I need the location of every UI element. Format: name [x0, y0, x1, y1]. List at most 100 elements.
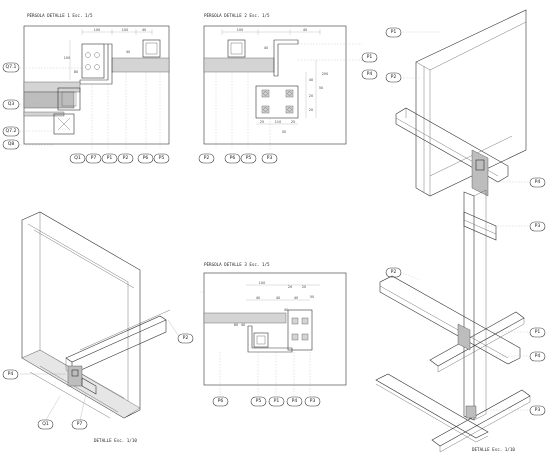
detail-1-title: PÉRGOLA DETALLE 1 Esc. 1/5 [27, 13, 93, 18]
svg-text:Q1: Q1 [42, 421, 49, 427]
dim-label: 40 [276, 296, 280, 300]
tag-p4: P4 [2, 369, 19, 380]
svg-text:P3: P3 [267, 155, 273, 161]
tag-q7-2: Q7.2 [2, 126, 20, 137]
dim-label: 40 [241, 323, 245, 327]
dim-label: 40 [142, 28, 146, 32]
tag-p3: P3 [529, 221, 546, 232]
dim-label: 25 [291, 120, 295, 124]
tag-p4: P4 [529, 177, 546, 188]
tag-p6: P6 [212, 396, 229, 407]
tag-p5: P5 [240, 153, 257, 164]
dim-label: 60 [234, 323, 238, 327]
tag-p7: P7 [85, 153, 102, 164]
svg-text:Q8: Q8 [8, 141, 15, 147]
svg-text:P6: P6 [230, 155, 236, 161]
tag-q1: Q1 [69, 153, 86, 164]
tag-p4: P4 [529, 351, 546, 362]
tag-p2: P2 [177, 333, 194, 344]
detail-2: PÉRGOLA DETALLE 2 Esc. 1/5 100 40 40 40 … [198, 13, 378, 164]
tag-p5: P5 [250, 396, 267, 407]
dim-label: 100 [237, 28, 243, 32]
dim-label: 40 [294, 296, 298, 300]
isometric-left: DETALLE Esc. 1/10 P2 P4 Q1 P7 [2, 211, 194, 443]
isometric-right-title: DETALLE Esc. 1/10 [472, 447, 515, 452]
tag-p4: P4 [286, 396, 303, 407]
dim-label: 20 [302, 285, 306, 289]
dim-label: 40 [126, 50, 130, 54]
tag-p2: P2 [385, 267, 402, 278]
tag-p5: P5 [153, 153, 170, 164]
tag-p1: P1 [529, 327, 546, 338]
svg-text:P4: P4 [8, 371, 14, 377]
svg-text:P3: P3 [310, 398, 316, 404]
tag-p2: P2 [117, 153, 134, 164]
tag-q1: Q1 [37, 419, 54, 430]
svg-text:Q3: Q3 [8, 101, 15, 107]
dim-label: 40 [256, 296, 260, 300]
tag-p2: P2 [198, 153, 215, 164]
svg-text:P5: P5 [159, 155, 165, 161]
svg-text:P2: P2 [183, 335, 189, 341]
tag-p7: P7 [71, 419, 88, 430]
svg-text:P6: P6 [143, 155, 149, 161]
tag-p1: P1 [268, 396, 285, 407]
tag-p2: P2 [385, 72, 402, 83]
svg-text:P7: P7 [91, 155, 97, 161]
isometric-right: DETALLE Esc. 1/10 P1 P2 P4 P3 P1 P4 P3 [375, 9, 546, 453]
svg-text:P2: P2 [123, 155, 129, 161]
tag-p6: P6 [224, 153, 241, 164]
svg-text:P4: P4 [535, 353, 541, 359]
dim-label: 20 [309, 94, 313, 98]
dim-label: 100 [259, 281, 265, 285]
isometric-left-title: DETALLE Esc. 1/10 [94, 438, 137, 443]
dim-label: 110 [275, 120, 281, 124]
svg-text:P2: P2 [391, 269, 397, 275]
dim-label: 20 [309, 108, 313, 112]
detail-2-title: PÉRGOLA DETALLE 2 Esc. 1/5 [204, 13, 270, 18]
svg-text:P1: P1 [367, 54, 373, 60]
tag-p3: P3 [261, 153, 278, 164]
svg-text:P4: P4 [292, 398, 298, 404]
dim-label: 40 [264, 46, 268, 50]
dim-label: 40 [284, 308, 288, 312]
svg-text:P2: P2 [204, 155, 210, 161]
tag-p3: P3 [304, 396, 321, 407]
detail-2-frame [203, 25, 347, 145]
svg-text:Q7.1: Q7.1 [6, 64, 17, 70]
detail-3-frame [203, 272, 347, 386]
dim-label: 40 [303, 28, 307, 32]
tag-p1: P1 [385, 27, 402, 38]
dim-label: 40 [309, 78, 313, 82]
svg-text:P6: P6 [218, 398, 224, 404]
dim-label: 20 [288, 285, 292, 289]
svg-text:Q7.2: Q7.2 [6, 128, 17, 134]
tag-q3: Q3 [2, 99, 20, 110]
tag-p1: P1 [101, 153, 118, 164]
detail-1: PÉRGOLA DETALLE 1 Esc. 1/5 100 100 40 10… [2, 13, 170, 164]
dim-label: 100 [122, 28, 128, 32]
tag-q8: Q8 [2, 139, 20, 150]
svg-text:P7: P7 [77, 421, 83, 427]
tag-p6: P6 [137, 153, 154, 164]
detail-3-title: PÉRGOLA DETALLE 3 Esc. 1/5 [204, 262, 270, 267]
svg-text:P5: P5 [246, 155, 252, 161]
svg-text:P1: P1 [107, 155, 113, 161]
svg-text:P1: P1 [274, 398, 280, 404]
dim-label: 80 [74, 70, 78, 74]
svg-text:P4: P4 [535, 179, 541, 185]
dim-label: 100 [94, 28, 100, 32]
svg-text:P1: P1 [391, 29, 397, 35]
tag-q7-1: Q7.1 [2, 62, 20, 73]
svg-text:P1: P1 [535, 329, 541, 335]
detail-3: PÉRGOLA DETALLE 3 Esc. 1/5 100 40 40 40 … [200, 262, 402, 407]
svg-text:P5: P5 [256, 398, 262, 404]
dim-label: 50 [310, 295, 314, 299]
dim-label: 200 [322, 72, 328, 76]
tag-p3: P3 [529, 405, 546, 416]
svg-text:P3: P3 [535, 223, 541, 229]
dim-label: 50 [319, 86, 323, 90]
dim-label: 25 [260, 120, 264, 124]
svg-text:Q1: Q1 [74, 155, 81, 161]
